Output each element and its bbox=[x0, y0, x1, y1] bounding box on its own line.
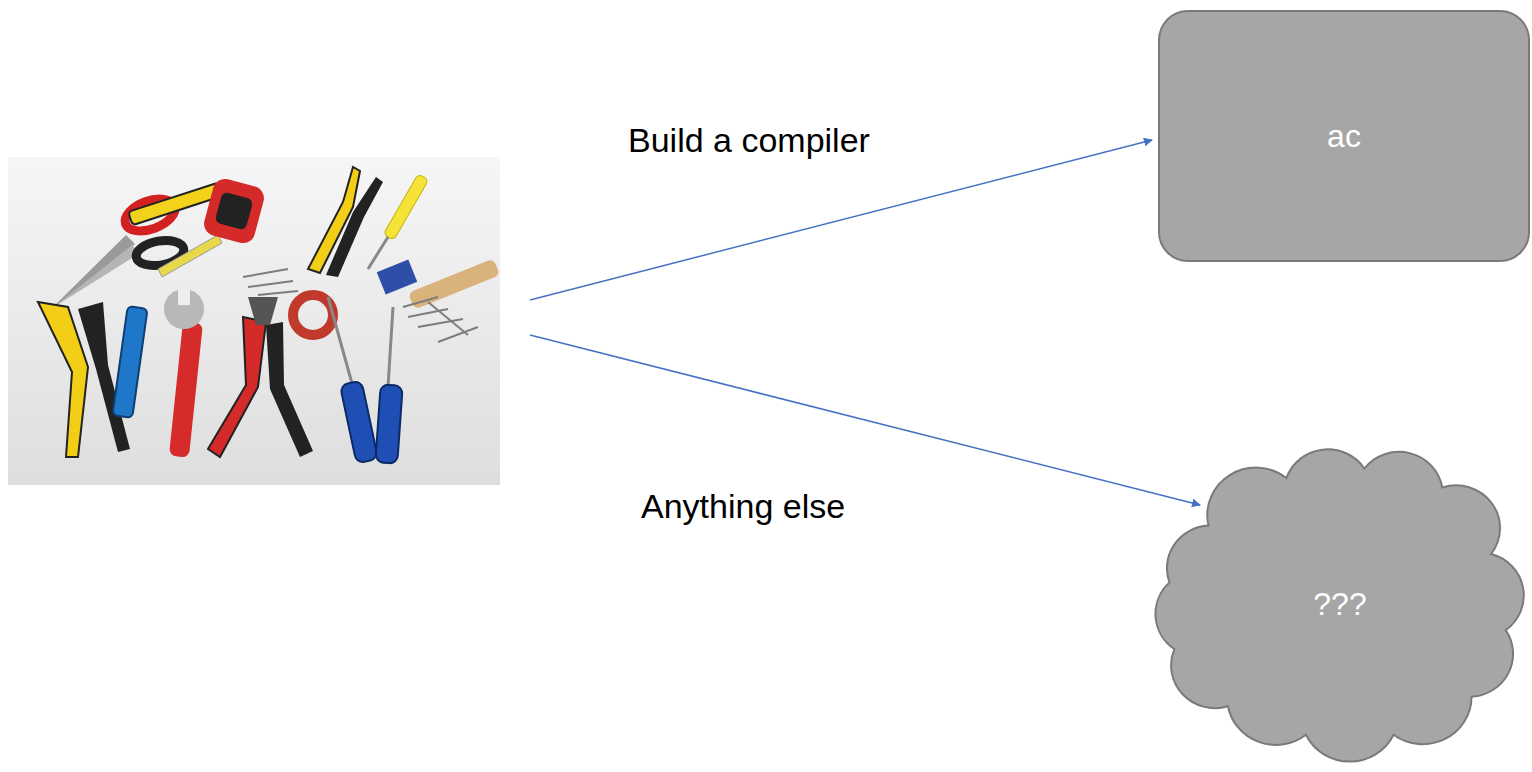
node-label: ??? bbox=[1313, 585, 1366, 623]
process-box: ac bbox=[1158, 10, 1530, 262]
screwdriver-shaft bbox=[368, 237, 388, 269]
screwdriver bbox=[383, 174, 428, 241]
wrench-head bbox=[164, 289, 204, 329]
arrow-line bbox=[530, 335, 1200, 505]
node-label: ac bbox=[1327, 117, 1361, 155]
nail bbox=[428, 302, 468, 335]
wrench-jaw bbox=[178, 289, 190, 305]
tape-measure bbox=[201, 176, 266, 245]
screwdriver bbox=[340, 381, 378, 464]
tape-measure bbox=[214, 191, 253, 230]
pliers bbox=[266, 322, 313, 457]
nail bbox=[258, 291, 298, 295]
pliers bbox=[326, 177, 383, 277]
screwdriver-shaft bbox=[388, 307, 393, 387]
utility-knife bbox=[112, 306, 147, 418]
measuring-tape bbox=[158, 235, 222, 277]
scissor-blade bbox=[54, 245, 140, 307]
pliers-jaw bbox=[248, 297, 278, 325]
arrow-line bbox=[530, 140, 1152, 300]
nail bbox=[243, 269, 288, 277]
pliers bbox=[38, 302, 88, 457]
nail bbox=[248, 281, 293, 287]
tools-photo bbox=[8, 157, 500, 485]
arrow-label: Build a compiler bbox=[628, 120, 870, 161]
arrow-label: Anything else bbox=[641, 486, 845, 527]
nail bbox=[438, 327, 478, 342]
wrench bbox=[169, 321, 203, 457]
tape-roll bbox=[293, 295, 333, 335]
cloud-shape: ??? bbox=[1150, 440, 1530, 768]
screwdriver-shaft bbox=[328, 297, 353, 387]
hammer-head bbox=[377, 260, 418, 295]
cloud-outline bbox=[1155, 449, 1523, 761]
pliers bbox=[208, 317, 266, 457]
scissor-blade bbox=[48, 235, 135, 312]
photo-ground bbox=[8, 157, 500, 485]
screwdriver bbox=[375, 384, 402, 463]
